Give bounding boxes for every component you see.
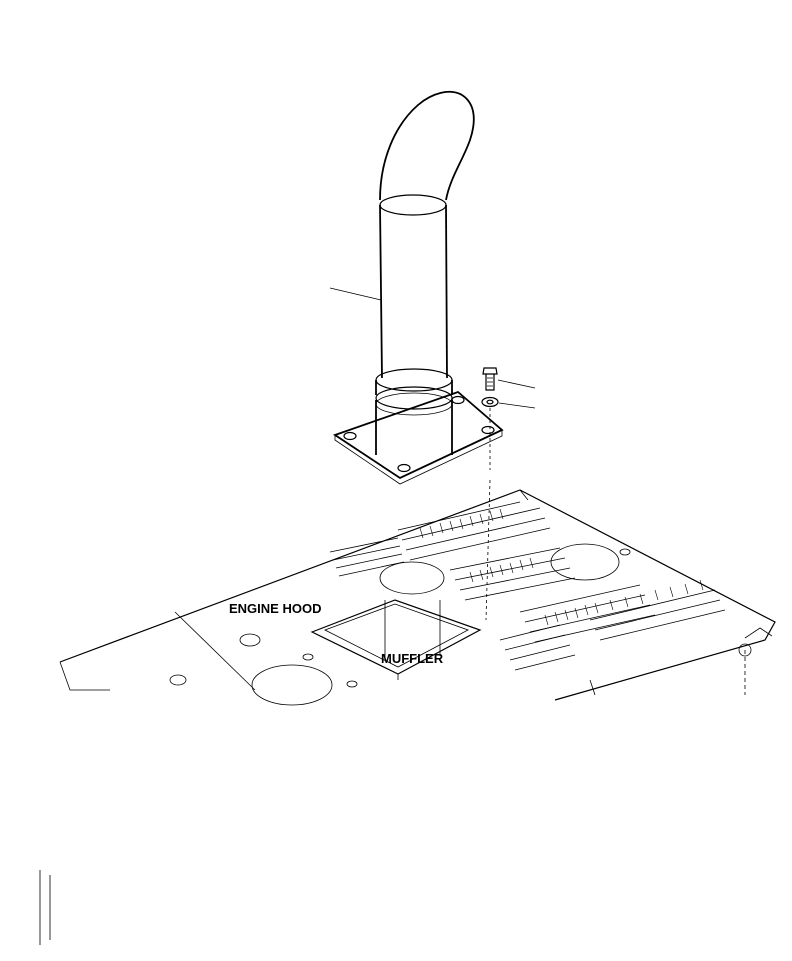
washer — [481, 396, 536, 409]
bolt — [482, 367, 536, 391]
scan-artifact — [39, 870, 51, 945]
muffler-label: MUFFLER — [381, 651, 444, 666]
bolt-centerline-lower — [485, 479, 491, 621]
engine-hood-label: ENGINE HOOD — [229, 601, 321, 616]
exhaust-pipe — [329, 91, 504, 485]
engine-hood — [59, 489, 776, 706]
muffler — [384, 600, 441, 680]
vent-louvers — [329, 501, 726, 671]
